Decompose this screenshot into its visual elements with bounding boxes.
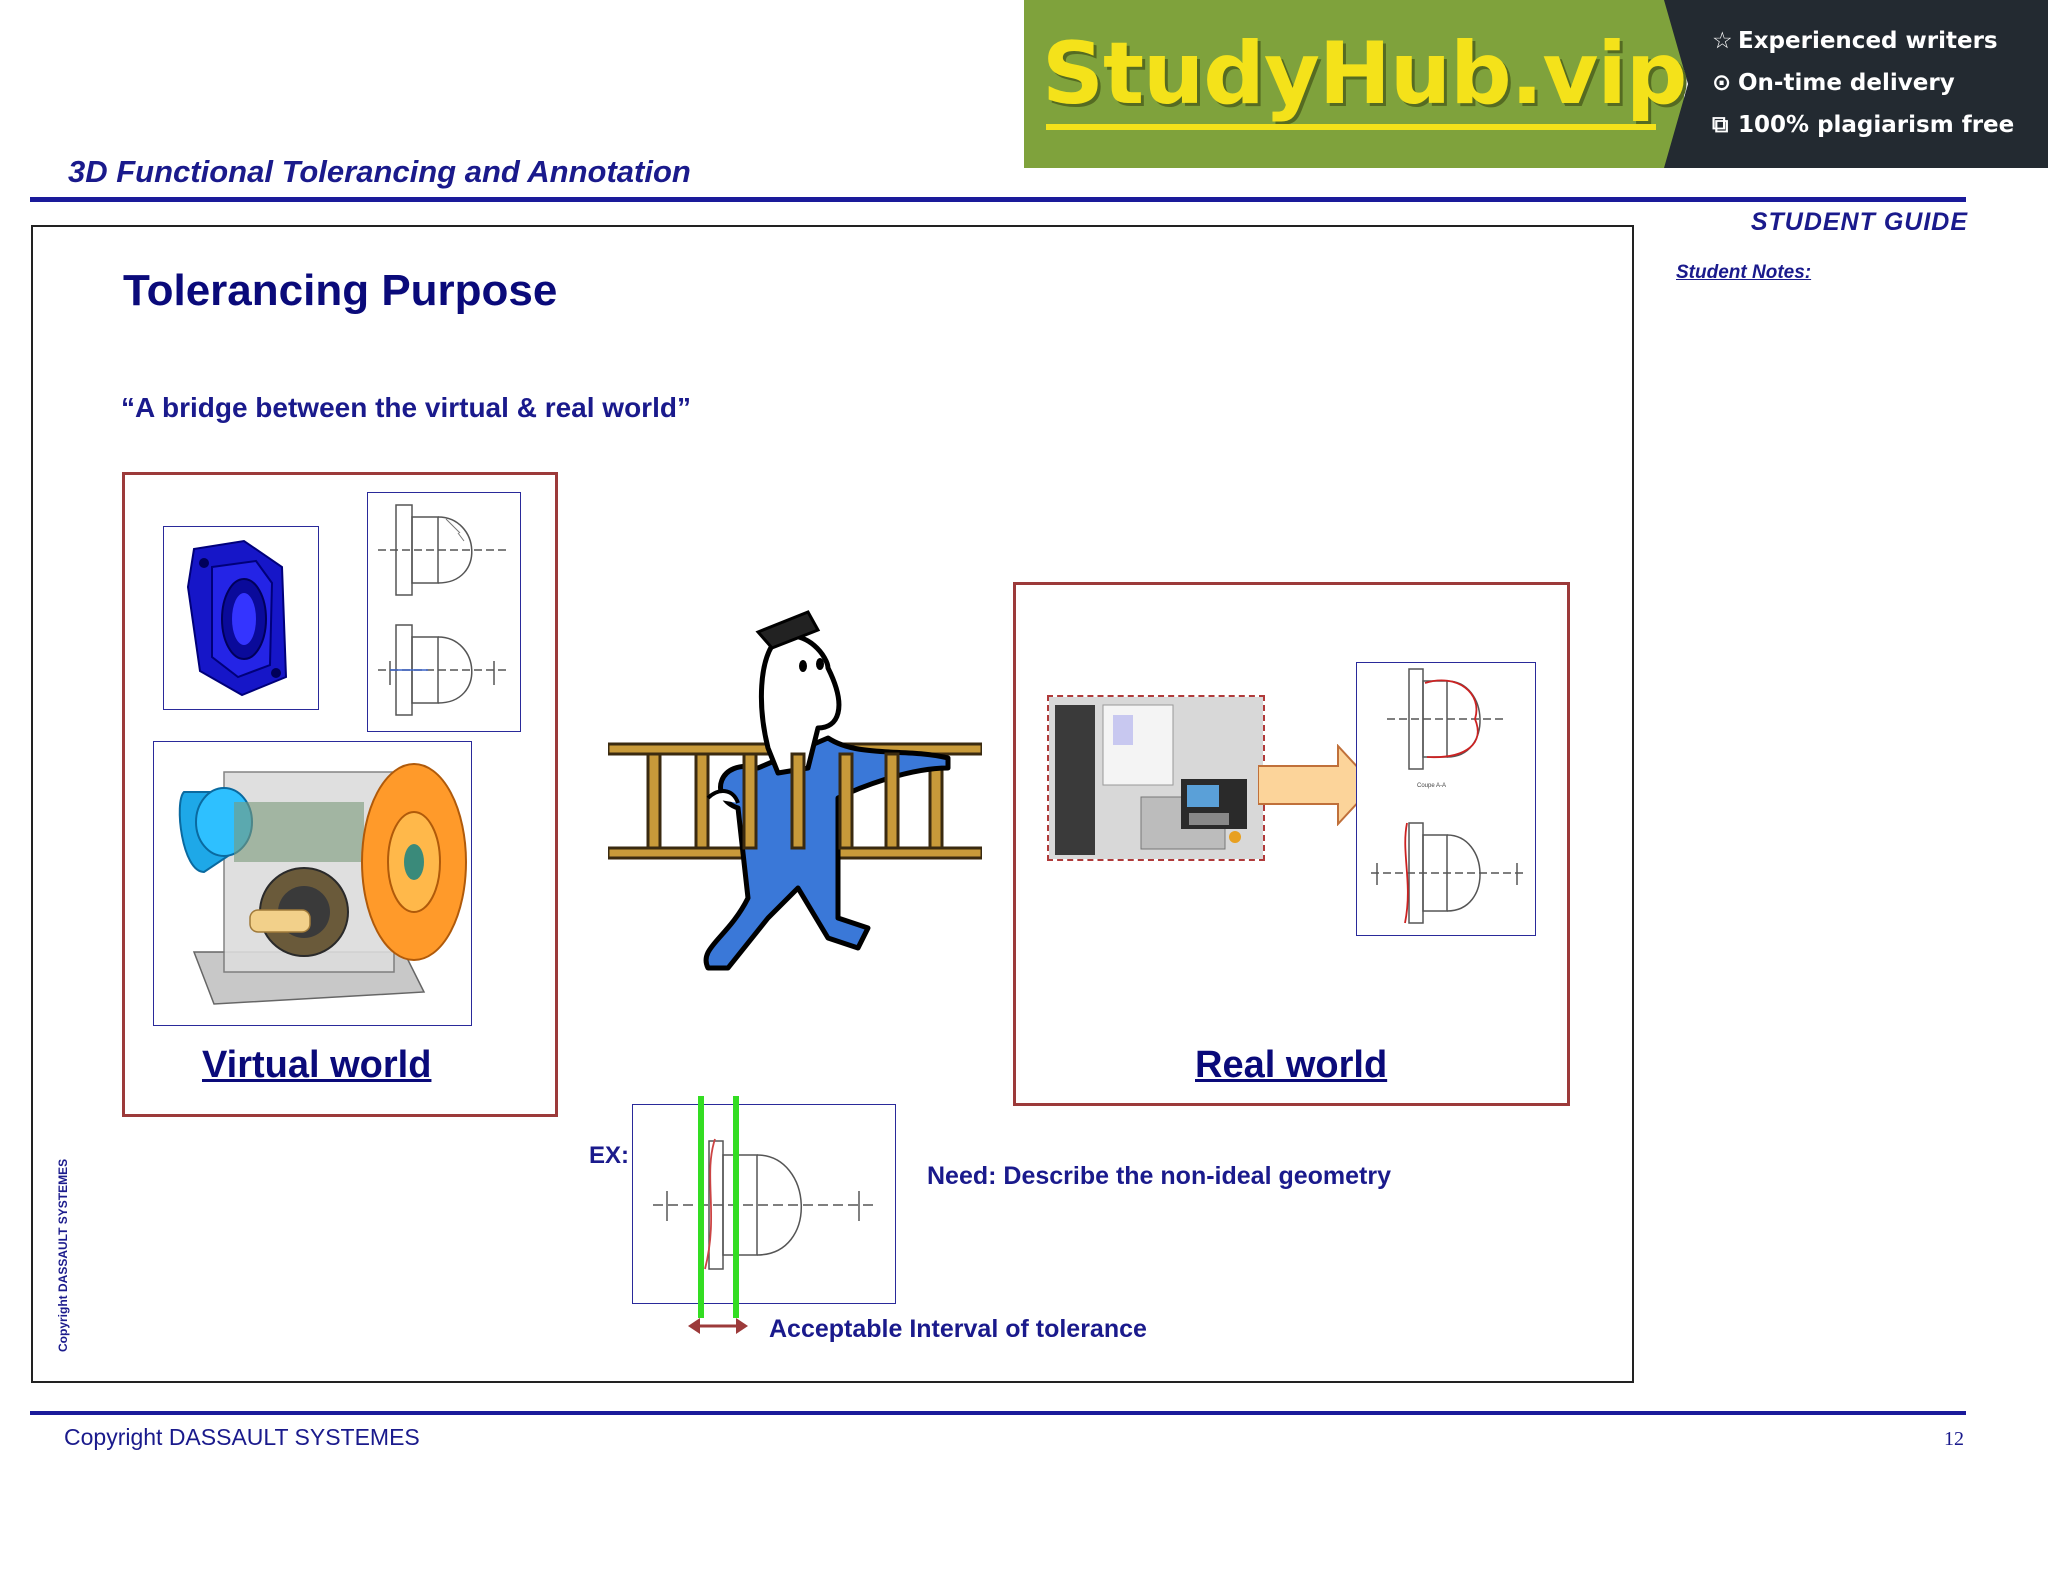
logo-underline xyxy=(1046,124,1656,130)
real-world-label: Real world xyxy=(1195,1044,1388,1086)
double-arrow-icon xyxy=(688,1316,748,1336)
studyhub-logo[interactable]: StudyHub.vip xyxy=(1042,24,1687,124)
clock-icon: ⊙ xyxy=(1712,70,1732,96)
copy-icon: ⧉ xyxy=(1712,112,1729,138)
feature-label: 100% plagiarism free xyxy=(1738,112,2015,138)
footer-divider xyxy=(30,1411,1966,1415)
feature-label: On-time delivery xyxy=(1738,70,1955,96)
example-label: EX: xyxy=(589,1142,630,1169)
student-notes-label: Student Notes: xyxy=(1676,262,1812,283)
tolerance-example-drawing xyxy=(632,1104,896,1304)
feature-plagiarism-free: ⧉ 100% plagiarism free xyxy=(1712,112,2014,138)
virtual-world-box xyxy=(122,472,558,1117)
vertical-copyright: Copyright DASSAULT SYSTEMES xyxy=(56,1158,70,1352)
measured-part-drawing: Coupe A-A xyxy=(1356,662,1536,936)
real-world-box xyxy=(1013,582,1570,1106)
gearbox-assembly-image xyxy=(153,741,472,1026)
header-divider xyxy=(30,197,1966,202)
virtual-world-label: Virtual world xyxy=(202,1044,432,1086)
worker-carrying-ladder-illustration xyxy=(606,598,984,974)
feature-experienced-writers: ☆Experienced writers xyxy=(1712,28,1998,54)
tolerance-interval-caption: Acceptable Interval of tolerance xyxy=(769,1315,1147,1343)
banner-green-panel xyxy=(1024,0,1684,168)
tolerance-boundary-line xyxy=(733,1096,739,1318)
page-number: 12 xyxy=(1944,1428,1964,1450)
slide-quote: “A bridge between the virtual & real wor… xyxy=(121,392,691,423)
studyhub-banner[interactable]: StudyHub.vip ☆Experienced writers ⊙On-ti… xyxy=(1024,0,2048,168)
document-title: 3D Functional Tolerancing and Annotation xyxy=(68,154,691,189)
need-description: Need: Describe the non-ideal geometry xyxy=(927,1162,1392,1190)
feature-on-time-delivery: ⊙On-time delivery xyxy=(1712,70,1955,96)
feature-label: Experienced writers xyxy=(1738,28,1998,54)
star-icon: ☆ xyxy=(1712,28,1733,54)
student-guide-label: STUDENT GUIDE xyxy=(1750,208,1968,236)
cnc-machine-photo xyxy=(1047,695,1265,861)
drawing-caption: Coupe A-A xyxy=(1417,783,1446,789)
slide-title: Tolerancing Purpose xyxy=(123,266,558,315)
footer-copyright: Copyright DASSAULT SYSTEMES xyxy=(64,1424,420,1450)
banner-dark-panel xyxy=(1664,0,2048,168)
slide-frame xyxy=(31,225,1634,1383)
cad-part-image xyxy=(163,526,319,710)
technical-drawing-image xyxy=(367,492,521,732)
tolerance-boundary-line xyxy=(698,1096,704,1318)
